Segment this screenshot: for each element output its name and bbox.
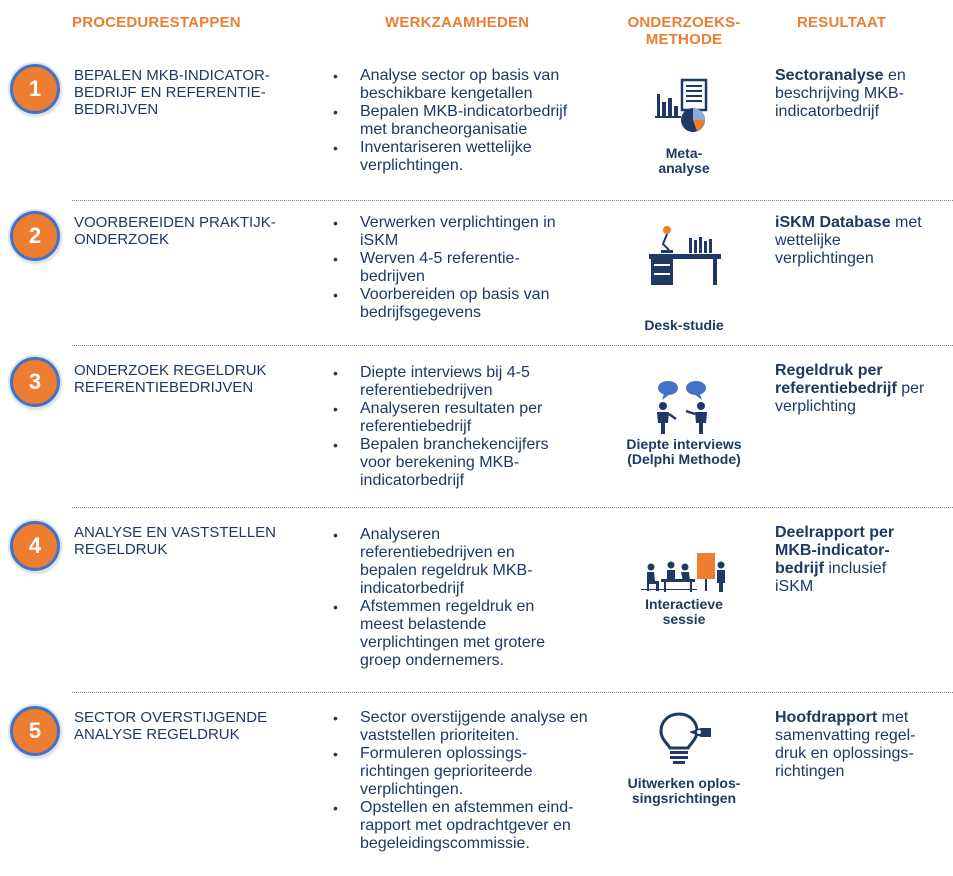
header-result: RESULTAAT — [797, 14, 887, 31]
interview-icon — [657, 381, 707, 434]
step-number-badge: 4 — [10, 521, 60, 571]
method-block: Uitwerken oplos- singsrichtingen — [610, 710, 758, 806]
task-item: •Afstemmen regeldruk en meest belastende… — [333, 598, 545, 669]
step-number-badge: 5 — [10, 706, 60, 756]
task-item: •Opstellen en afstemmen eind- rapport me… — [333, 799, 574, 852]
method-block: Diepte interviews (Delphi Methode) — [610, 379, 758, 467]
step-title: ONDERZOEK REGELDRUK REFERENTIEBEDRIJVEN — [74, 362, 267, 396]
interactive-session-icon — [641, 553, 725, 592]
task-list: •Analyseren referentiebedrijven en bepal… — [333, 526, 623, 670]
procedure-row-2: 2 VOORBEREIDEN PRAKTIJK- ONDERZOEK •Verw… — [0, 200, 953, 345]
task-item: •Diepte interviews bij 4-5 referentiebed… — [333, 364, 530, 399]
procedure-row-3: 3 ONDERZOEK REGELDRUK REFERENTIEBEDRIJVE… — [0, 345, 953, 507]
meta-analysis-icon — [655, 78, 708, 132]
method-label: Uitwerken oplos- singsrichtingen — [627, 775, 741, 806]
step-number-badge: 2 — [10, 211, 60, 261]
method-label: Diepte interviews (Delphi Methode) — [626, 436, 742, 467]
method-label: Desk-studie — [644, 317, 724, 333]
header-procedure-steps: PROCEDURESTAPPEN — [72, 14, 241, 31]
method-label: Interactieve sessie — [645, 596, 723, 627]
result-text: Deelrapport per MKB-indicator- bedrijf i… — [775, 524, 895, 595]
step-title: BEPALEN MKB-INDICATOR- BEDRIJF EN REFERE… — [74, 67, 270, 118]
row-divider — [72, 345, 953, 346]
procedure-row-5: 5 SECTOR OVERSTIJGENDE ANALYSE REGELDRUK… — [0, 692, 953, 876]
row-divider — [72, 507, 953, 508]
procedure-row-4: 4 ANALYSE EN VASTSTELLEN REGELDRUK •Anal… — [0, 507, 953, 692]
task-item: •Sector overstijgende analyse en vastste… — [333, 709, 588, 744]
desk-icon — [649, 226, 721, 285]
step-number-badge: 3 — [10, 357, 60, 407]
step-number-badge: 1 — [10, 64, 60, 114]
step-title: VOORBEREIDEN PRAKTIJK- ONDERZOEK — [74, 214, 276, 248]
step-title: SECTOR OVERSTIJGENDE ANALYSE REGELDRUK — [74, 709, 268, 743]
method-block: Interactieve sessie — [610, 551, 758, 627]
result-text: iSKM Database met wettelijke verplichtin… — [775, 214, 922, 267]
procedure-row-1: 1 BEPALEN MKB-INDICATOR- BEDRIJF EN REFE… — [0, 58, 953, 196]
row-divider — [72, 692, 953, 693]
method-block: Meta- analyse — [610, 72, 758, 176]
result-text: Hoofdrapport met samenvatting regel- dru… — [775, 709, 916, 780]
task-item: •Formuleren oplossings- richtingen gepri… — [333, 745, 533, 798]
result-text: Regeldruk per referentiebedrijf per verp… — [775, 362, 925, 415]
task-list: •Sector overstijgende analyse en vastste… — [333, 709, 623, 853]
step-title: ANALYSE EN VASTSTELLEN REGELDRUK — [74, 524, 277, 558]
task-list: •Analyse sector op basis van beschikbare… — [333, 67, 623, 175]
lightbulb-icon — [659, 712, 711, 764]
result-text: Sectoranalyse en beschrijving MKB- indic… — [775, 67, 906, 120]
header-tasks: WERKZAAMHEDEN — [385, 14, 530, 31]
task-item: •Analyse sector op basis van beschikbare… — [333, 67, 560, 102]
task-item: •Analyseren referentiebedrijven en bepal… — [333, 526, 533, 597]
method-label: Meta- analyse — [658, 145, 710, 176]
task-list: •Verwerken verplichtingen in iSKM •Werve… — [333, 214, 623, 322]
task-item: •Voorbereiden op basis van bedrijfsgegev… — [333, 286, 550, 321]
header-method: ONDERZOEKS- METHODE — [627, 14, 741, 48]
task-item: •Inventariseren wettelijke verplichtinge… — [333, 139, 532, 174]
task-item: •Analyseren resultaten per referentiebed… — [333, 400, 543, 435]
task-item: •Verwerken verplichtingen in iSKM — [333, 214, 556, 249]
task-item: •Werven 4-5 referentie- bedrijven — [333, 250, 520, 285]
task-list: •Diepte interviews bij 4-5 referentiebed… — [333, 364, 623, 490]
row-divider — [72, 200, 953, 201]
task-item: •Bepalen branchekencijfers voor berekeni… — [333, 436, 549, 489]
method-block: Desk-studie — [610, 220, 758, 333]
task-item: •Bepalen MKB-indicatorbedrijf met branch… — [333, 103, 568, 138]
